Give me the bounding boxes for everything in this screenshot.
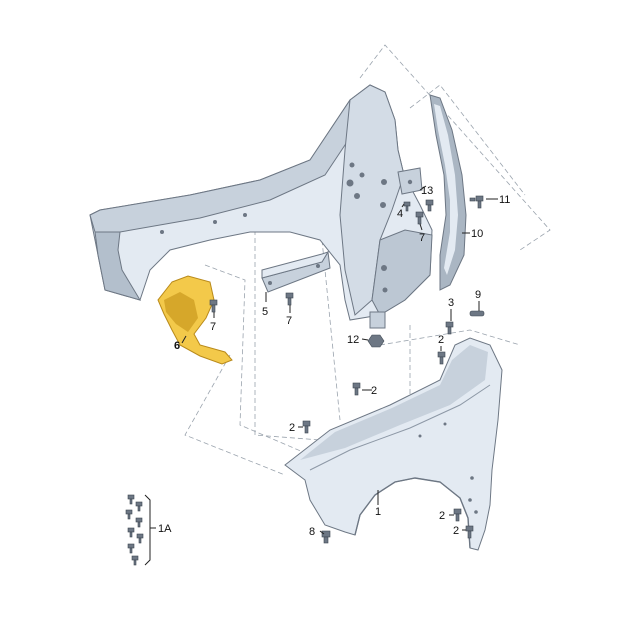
leader-6	[181, 335, 187, 344]
callout-7b: 7	[286, 315, 292, 327]
callout-7a: 7	[210, 321, 216, 333]
bolt-3	[445, 321, 454, 335]
leader-12	[361, 338, 369, 341]
callout-10: 10	[471, 228, 483, 240]
part-10-strip	[429, 94, 467, 291]
bolt-11	[469, 195, 484, 209]
clip-8	[321, 530, 331, 544]
callout-1: 1	[375, 506, 381, 518]
callout-9: 9	[475, 289, 481, 301]
callout-labels: 1 1A 2 2 2 2 2 3 4 5 6 7 7 7 8 9 10 11 1…	[158, 185, 510, 538]
bolt-2-d	[453, 508, 462, 522]
callout-12: 12	[347, 334, 359, 346]
assembly-guide-lines	[184, 44, 551, 476]
bracket-5-hole-a	[268, 281, 272, 285]
leader-13	[419, 185, 427, 191]
guide-line-inner-right	[409, 84, 526, 196]
leader-7c	[419, 223, 423, 231]
callout-13: 13	[421, 185, 433, 197]
panel-arch	[371, 229, 433, 316]
leader-4	[401, 203, 405, 208]
inner-body-panel	[89, 84, 433, 329]
panel-pillar	[339, 84, 405, 316]
bolt-2-c	[437, 351, 446, 365]
callout-1a: 1A	[158, 523, 172, 535]
fender-arch-lip	[354, 477, 471, 549]
callout-8: 8	[309, 526, 315, 538]
fender-upper-shade	[300, 345, 488, 460]
guide-line-left	[204, 264, 311, 456]
guide-line-bolt-12	[379, 329, 521, 346]
bolt-7-b	[285, 292, 294, 306]
leader-lines	[144, 185, 498, 566]
panel-left-end	[94, 231, 142, 301]
callout-2b: 2	[289, 422, 295, 434]
callout-2a: 2	[371, 385, 377, 397]
liner-shade	[164, 292, 198, 332]
callout-6: 6	[174, 340, 180, 352]
guide-line-bracket	[244, 219, 341, 421]
bolt-2-e	[465, 525, 474, 539]
leader-1a	[144, 494, 156, 566]
fastener-kit-1a	[125, 494, 144, 566]
guide-line-outer-right	[359, 44, 551, 251]
callout-2d: 2	[439, 510, 445, 522]
nut-12	[367, 334, 385, 348]
bolt-2-a	[352, 382, 361, 396]
guide-line-lower	[254, 230, 321, 441]
callout-3: 3	[448, 297, 454, 309]
strip-body	[429, 94, 467, 291]
part-5-bracket	[261, 250, 331, 293]
leader-8	[319, 530, 325, 535]
bracket-5-hole-b	[316, 264, 320, 268]
strip-highlight	[434, 104, 458, 275]
bracket-13-hole	[407, 179, 413, 185]
part-6-liner-highlighted	[157, 275, 233, 365]
callout-2e: 2	[453, 525, 459, 537]
part-13-bracket	[397, 167, 423, 195]
callout-5: 5	[262, 306, 268, 318]
clip-9	[469, 310, 485, 317]
bracket-5-top	[261, 251, 330, 279]
panel-holes	[160, 162, 388, 293]
part-1-fender	[284, 337, 503, 551]
callout-11: 11	[499, 194, 510, 206]
fender-holes	[418, 422, 478, 514]
bolt-2-b	[302, 420, 311, 434]
guide-line-liner	[184, 354, 286, 476]
fender-crease	[309, 384, 491, 471]
bolt-13	[425, 199, 434, 212]
bolt-7-c	[415, 211, 424, 225]
fasteners	[125, 195, 485, 566]
panel-tab-12	[369, 311, 386, 329]
callout-4: 4	[397, 208, 403, 220]
callout-2c: 2	[438, 334, 444, 346]
callout-7c: 7	[419, 232, 425, 244]
